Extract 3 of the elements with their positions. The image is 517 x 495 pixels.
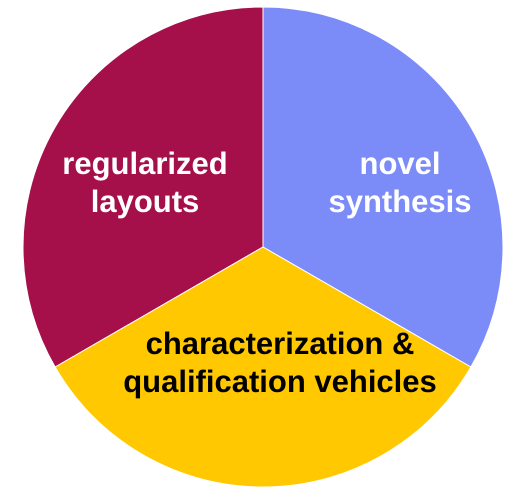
- sector-label: novel synthesis: [327, 145, 472, 221]
- sector-label: characterization & qualification vehicles: [122, 325, 438, 401]
- sector-label: regularized layouts: [61, 145, 229, 221]
